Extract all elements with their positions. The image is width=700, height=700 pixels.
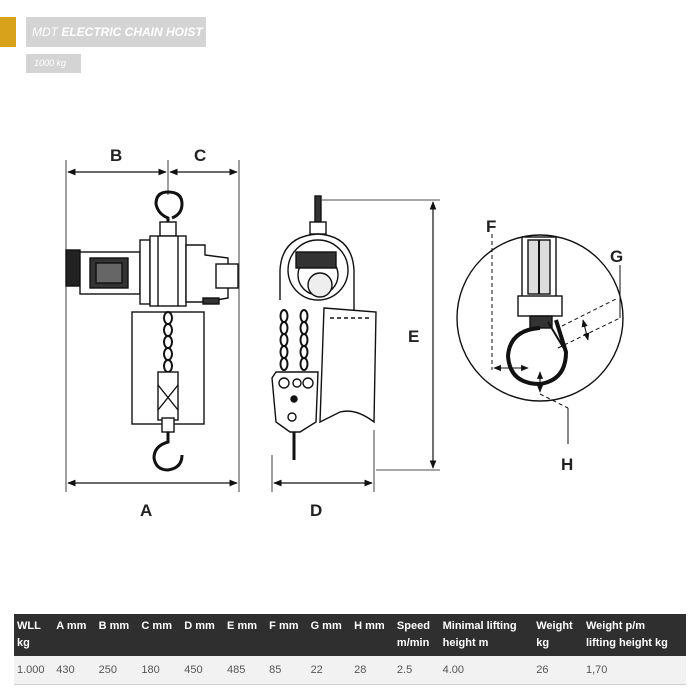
column-header-line2: kg — [17, 637, 30, 649]
column-header: A mm — [53, 614, 95, 656]
dim-label-a: A — [140, 501, 152, 520]
column-header-line2: height m — [442, 637, 489, 649]
table-cell: 1.000 — [14, 656, 54, 685]
spec-table: WLL kg A mm B mm C mm D mm E mm F mm G mm H mm Spe… — [14, 614, 686, 685]
product-title: MDT ELECTRIC CHAIN HOIST — [26, 17, 206, 47]
table-cell: 430 — [53, 656, 96, 685]
table-cell: 28 — [351, 656, 394, 685]
dim-label-b: B — [110, 146, 122, 165]
product-name: ELECTRIC CHAIN HOIST — [61, 25, 203, 39]
column-header-line1: H mm — [354, 620, 385, 632]
column-header-line1: Minimal lifting — [442, 620, 517, 632]
table-cell: 85 — [266, 656, 308, 685]
column-header: Minimal lifting height m — [440, 614, 534, 656]
column-header-line1: F mm — [269, 620, 299, 632]
table-cell: 4.00 — [439, 656, 534, 685]
technical-drawing: B C A — [65, 146, 624, 520]
table-cell: 450 — [181, 656, 225, 685]
side-view — [271, 195, 377, 492]
table-cell: 22 — [307, 656, 352, 685]
table-cell: 485 — [224, 656, 267, 685]
column-header: C mm — [138, 614, 181, 656]
column-header-line1: A mm — [56, 620, 87, 632]
column-header-line1: Weight p/m — [585, 620, 646, 632]
column-header-line1: WLL — [17, 620, 41, 632]
series-name: MDT — [32, 25, 58, 39]
table-cell: 250 — [95, 656, 139, 685]
column-header-line1: C mm — [141, 620, 172, 632]
table-cell: 1,70 — [582, 656, 686, 685]
column-header: Speed m/min — [394, 614, 440, 656]
dim-label-e: E — [408, 327, 419, 346]
table-cell: 180 — [138, 656, 182, 685]
hook-detail — [456, 234, 624, 402]
column-header-line2: m/min — [396, 637, 430, 649]
column-header-line1: Speed — [396, 620, 430, 632]
dim-label-g: G — [610, 247, 623, 266]
column-header: WLL kg — [14, 614, 53, 656]
column-header: F mm — [266, 614, 307, 656]
column-header: E mm — [224, 614, 266, 656]
column-header: Weight kg — [533, 614, 583, 656]
dim-label-f: F — [486, 217, 496, 236]
column-header-line1: Weight — [536, 620, 573, 632]
column-header-line2: kg — [536, 637, 550, 649]
table-cell: 2.5 — [393, 656, 440, 685]
capacity-badge: 1000 kg — [26, 54, 81, 73]
front-view — [65, 160, 240, 492]
column-header-line1: E mm — [227, 620, 258, 632]
dim-label-c: C — [194, 146, 206, 165]
spec-table-header: WLL kg A mm B mm C mm D mm E mm F mm G mm H mm Spe… — [14, 614, 686, 656]
accent-bar — [0, 17, 16, 47]
dim-label-d: D — [310, 501, 322, 520]
column-header: H mm — [351, 614, 394, 656]
column-header-line1: D mm — [184, 620, 215, 632]
column-header-line2: lifting height kg — [585, 637, 668, 649]
column-header-line1: B mm — [98, 620, 130, 632]
column-header: G mm — [308, 614, 352, 656]
table-cell: 26 — [533, 656, 583, 685]
column-header: Weight p/m lifting height kg — [583, 614, 686, 656]
dim-label-h: H — [561, 455, 573, 474]
column-header: D mm — [181, 614, 224, 656]
column-header: B mm — [96, 614, 139, 656]
column-header-line1: G mm — [310, 620, 342, 632]
